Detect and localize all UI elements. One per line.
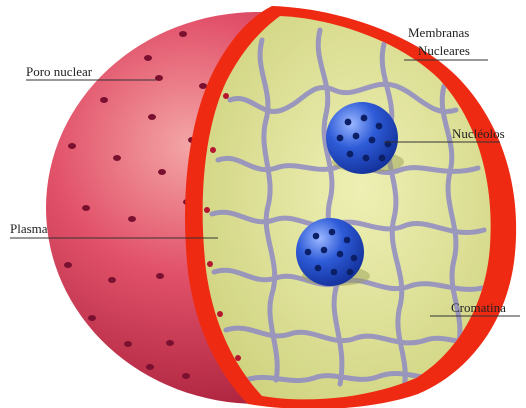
label-nuclear-pore: Poro nuclear [26,64,93,79]
label-nucleoli: Nucléolos [452,126,505,141]
label-nuclear-membranes-line1: Membranas [408,25,469,40]
label-plasma: Plasma [10,221,48,236]
label-nuclear-membranes-line2: Nucleares [418,43,470,58]
label-chromatin: Cromatina [451,300,506,315]
